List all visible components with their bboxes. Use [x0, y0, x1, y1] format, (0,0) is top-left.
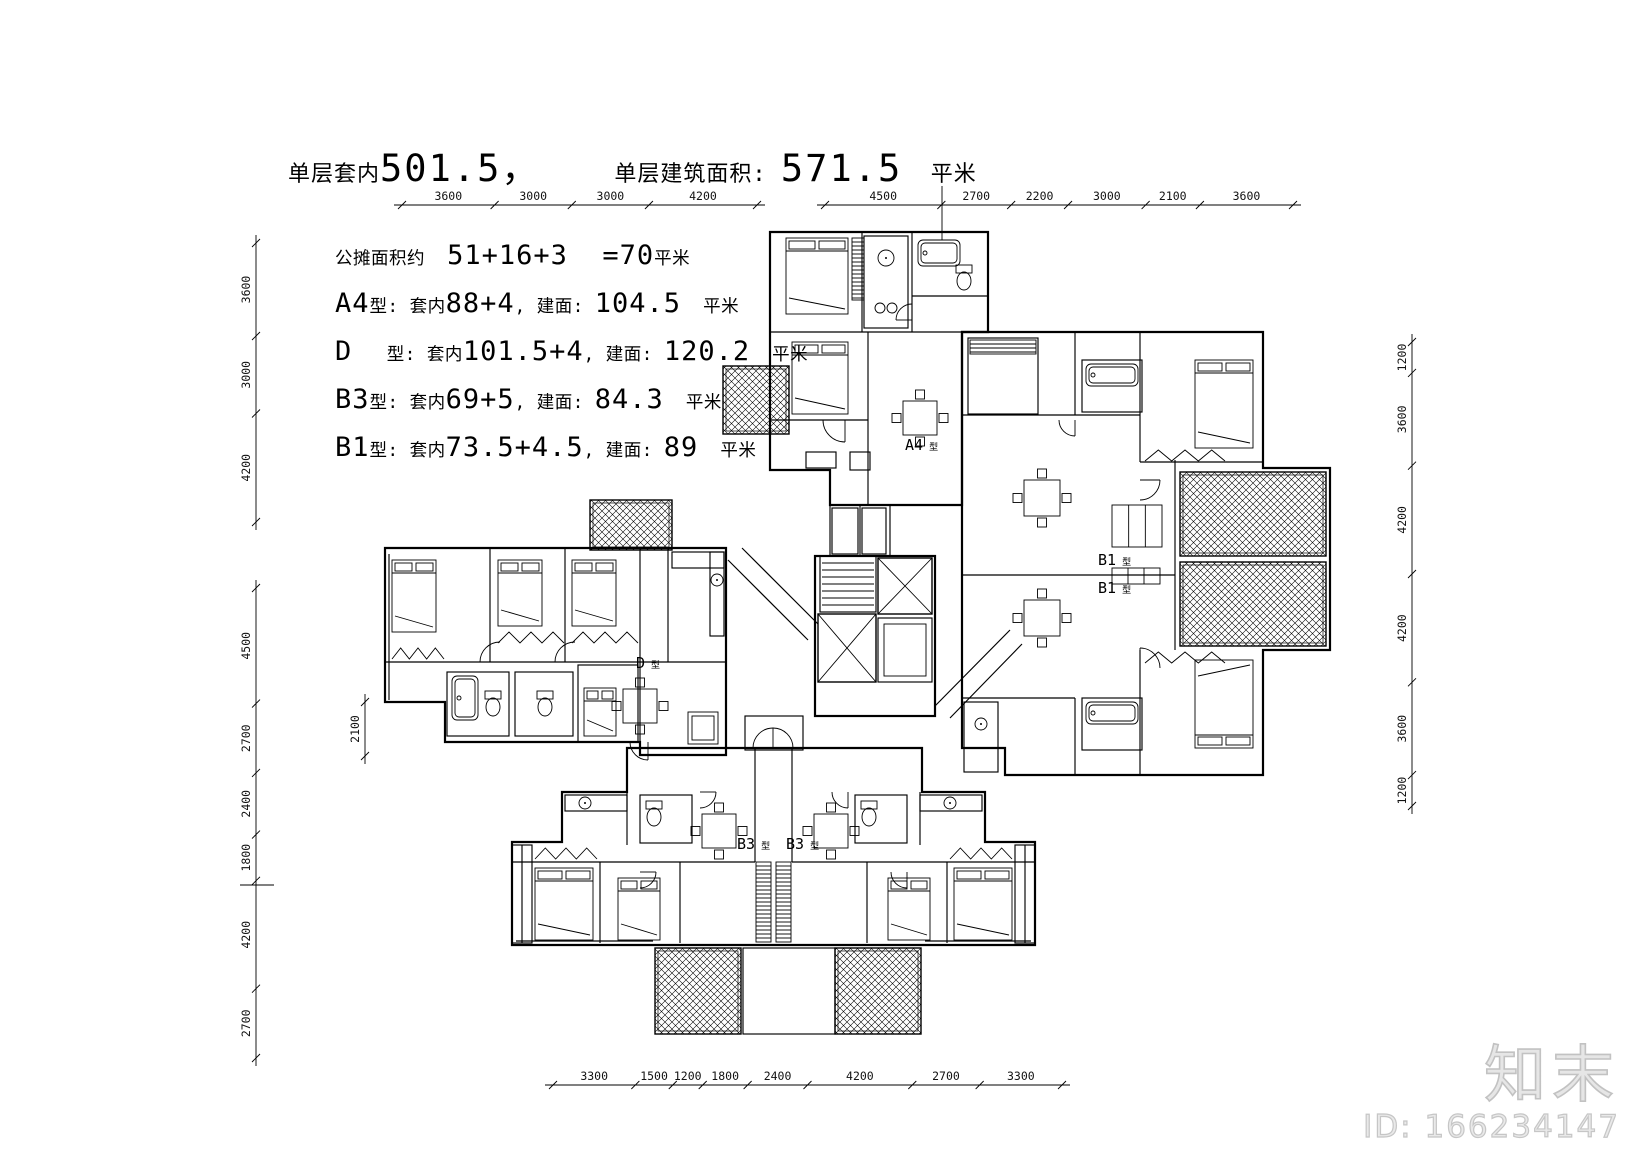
dimension-value: 4500: [869, 189, 897, 203]
dimension-chain-d-left: 2100: [348, 694, 370, 764]
dimension-value: 1200: [1395, 344, 1409, 372]
text-segment: 平米: [698, 441, 757, 461]
balcony-hatch-layer: [589, 365, 1327, 1035]
text-segment: 型: 套内: [369, 297, 446, 317]
text-segment: , 建面:: [514, 393, 595, 413]
text-segment: 89: [663, 432, 699, 463]
text-segment: A4: [335, 288, 370, 319]
dimension-value: 1800: [239, 844, 253, 872]
dimension-value: 3000: [1093, 189, 1121, 203]
text-segment: 101.5+4: [462, 336, 584, 367]
dimension-value: 3600: [434, 189, 462, 203]
dimension-value: 1200: [674, 1069, 702, 1083]
text-segment: , 建面:: [583, 441, 664, 461]
text-segment: 型: 套内: [386, 345, 463, 365]
dimension-chain-left-lower: 4500 2700 2400 1800 4200 2700: [239, 580, 261, 1066]
dimension-value: 2700: [239, 724, 253, 752]
dimension-chain-left-upper: 3600 3000 4200: [239, 235, 261, 530]
text-segment: 平米: [654, 249, 691, 269]
dimension-value: 2700: [932, 1069, 960, 1083]
dimension-value: 2100: [348, 715, 362, 743]
dimension-value: 4200: [239, 921, 253, 949]
text-segment: 型: 套内: [369, 441, 446, 461]
dimension-value: 3300: [580, 1069, 608, 1083]
text-segment: , 建面:: [514, 297, 595, 317]
dimension-chain-top-left: 3600 3000 3000 4200: [394, 189, 765, 210]
dimensions-layer: 3600 3000 3000 4200 4500 2700 2200 3000 2100 3600…: [239, 186, 1417, 1090]
rooms-layer: [385, 232, 1263, 1035]
text-segment: 51+16+3 =70: [447, 240, 655, 271]
dimension-value: 4200: [846, 1069, 874, 1083]
dimension-value: 4500: [239, 632, 253, 660]
dimension-value: 4200: [239, 454, 253, 482]
dimension-value: 1500: [640, 1069, 668, 1083]
dimension-value: 3600: [1395, 715, 1409, 743]
text-segment: 单层建筑面积:: [614, 162, 781, 187]
text-segment: 88+4: [445, 288, 515, 319]
dimension-value: 4200: [1395, 614, 1409, 642]
dimension-value: 2100: [1159, 189, 1187, 203]
text-segment: 平米: [750, 345, 809, 365]
dimension-value: 2700: [239, 1009, 253, 1037]
dimension-value: 3300: [1007, 1069, 1035, 1083]
dimension-chain-bottom: 3300 1500 1200 1800 2400 4200 2700 3300: [545, 1069, 1070, 1090]
dimension-value: 3600: [1233, 189, 1261, 203]
text-segment: 平米: [663, 393, 722, 413]
dimension-value: 3000: [239, 361, 253, 389]
watermark-logo: 知末: [1483, 1037, 1620, 1111]
dimension-value: 4200: [689, 189, 717, 203]
text-segment: 120.2: [663, 336, 751, 367]
furniture-layer: [391, 237, 1254, 943]
text-segment: 公摊面积约: [335, 249, 448, 269]
text-segment: , 建面:: [583, 345, 664, 365]
watermark-id: ID: 166234147: [1363, 1108, 1620, 1145]
dimension-value: 2400: [239, 790, 253, 818]
dimension-value: 2400: [764, 1069, 792, 1083]
dimension-value: 3000: [519, 189, 547, 203]
dimension-chain-right: 1200 3600 4200 4200 3600 1200: [1395, 334, 1417, 814]
watermark: 知末 ID: 166234147: [1363, 1037, 1620, 1146]
text-segment: 型: 套内: [369, 393, 446, 413]
text-segment: 平米: [902, 162, 977, 187]
text-segment: 501.5，: [380, 147, 541, 190]
dimension-value: 2200: [1026, 189, 1054, 203]
dimension-value: 2700: [962, 189, 990, 203]
text-segment: 69+5: [445, 384, 515, 415]
text-segment: 104.5: [594, 288, 682, 319]
dimension-value: 3600: [1395, 405, 1409, 433]
dimension-value: 1800: [711, 1069, 739, 1083]
dimension-value: 3000: [597, 189, 625, 203]
text-segment: 单层套内: [288, 162, 381, 187]
text-segment: 平米: [681, 297, 740, 317]
dimension-value: 3600: [239, 276, 253, 304]
text-segment: B3: [335, 384, 370, 415]
text-segment: 84.3: [594, 384, 664, 415]
dimension-value: 1200: [1395, 777, 1409, 805]
dimension-chain-top-right: 4500 2700 2200 3000 2100 3600: [817, 189, 1301, 210]
text-segment: 73.5+4.5: [445, 432, 584, 463]
dimension-value: 4200: [1395, 506, 1409, 534]
text-segment: B1: [335, 432, 370, 463]
text-segment: D: [335, 336, 387, 367]
text-segment: 571.5: [780, 147, 903, 190]
